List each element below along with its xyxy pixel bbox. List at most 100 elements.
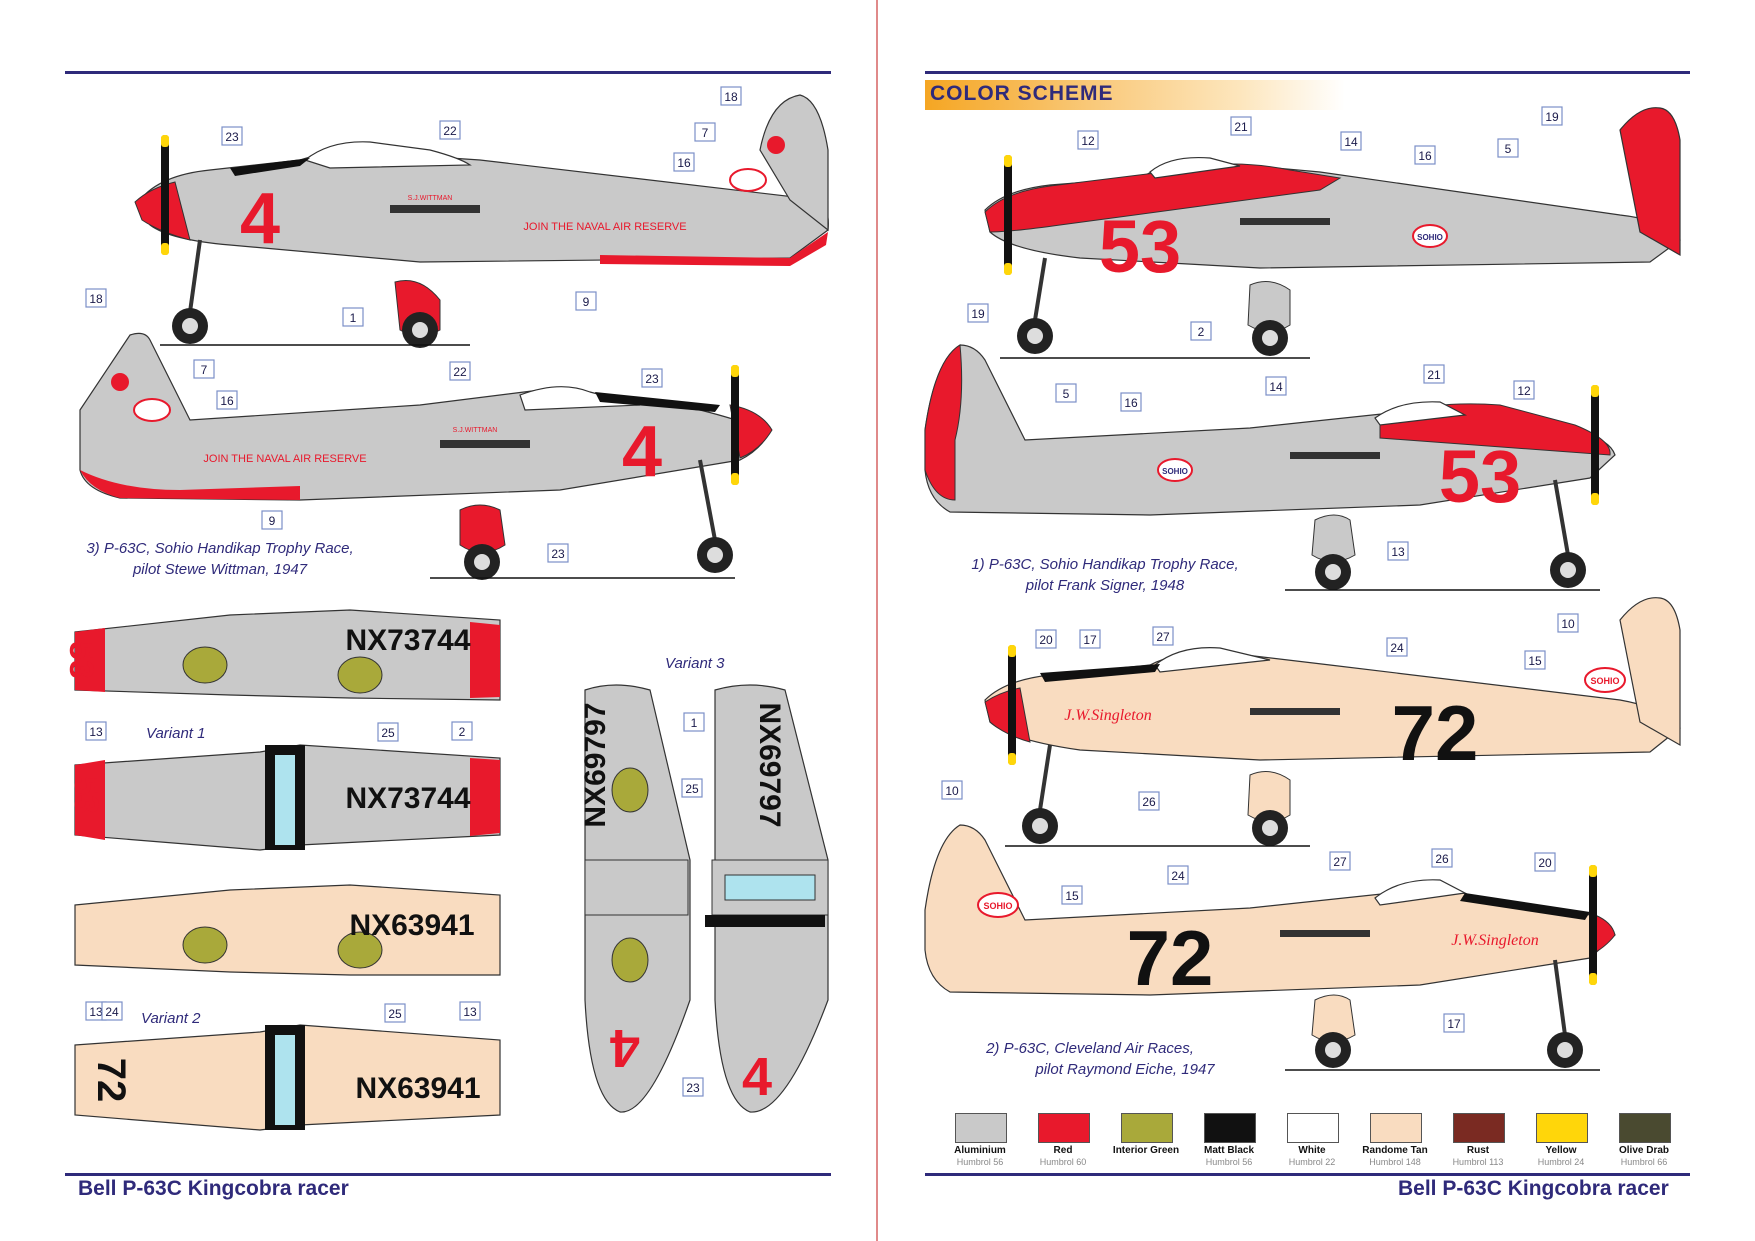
wing-number-v3-right: 4 (742, 1047, 772, 1107)
sohio-logo-1b: SOHIO (1162, 467, 1188, 476)
sohio-logo-1a: SOHIO (1417, 233, 1443, 242)
wing-reg-v2-bottom: NX63941 (355, 1072, 480, 1105)
callout-number: 23 (225, 130, 239, 144)
sohio-logo-2a: SOHIO (1590, 676, 1619, 686)
callout-box (682, 1077, 704, 1097)
sponsor-script-2b: J.W.Singleton (1451, 932, 1538, 949)
swatch-code: Humbrol 24 (1537, 1157, 1585, 1167)
callout-box (439, 120, 461, 140)
callout-number: 20 (1538, 856, 1552, 870)
callout-number: 12 (1517, 384, 1531, 398)
sohio-logo-2b: SOHIO (983, 901, 1012, 911)
right-footer-title: Bell P-63C Kingcobra racer (1398, 1177, 1669, 1200)
callout-number: 19 (1545, 110, 1559, 124)
color-swatch (1287, 1113, 1339, 1143)
callout-number: 14 (1344, 135, 1358, 149)
callout-box (1340, 131, 1362, 151)
swatch-name: Olive Drab (1618, 1145, 1670, 1156)
callout-box (384, 1003, 406, 1023)
swatch-name: Interior Green (1112, 1145, 1180, 1156)
callout-box (1513, 380, 1535, 400)
callout-number: 26 (1142, 795, 1156, 809)
callout-box (673, 152, 695, 172)
variant-1-label: Variant 1 (146, 725, 206, 742)
slogan-left-mid: JOIN THE NAVAL AIR RESERVE (203, 453, 366, 465)
callout-number: 12 (1081, 134, 1095, 148)
callout-number: 25 (388, 1007, 402, 1021)
callout-number: 10 (1561, 617, 1575, 631)
callout-number: 23 (645, 372, 659, 386)
callout-box (459, 1001, 481, 1021)
callout-box (1534, 852, 1556, 872)
swatch-code: Humbrol 66 (1620, 1157, 1668, 1167)
wing-reg-v3-left: NX69797 (579, 702, 612, 827)
callout-box (1414, 145, 1436, 165)
callout-number: 27 (1333, 855, 1347, 869)
race-number-right-1: 53 (1099, 205, 1181, 288)
callout-number: 5 (1063, 387, 1070, 401)
swatch-name: Rust (1466, 1145, 1490, 1156)
callout-box (720, 86, 742, 106)
callout-box (575, 291, 597, 311)
callout-box (1055, 383, 1077, 403)
color-swatch (955, 1113, 1007, 1143)
callout-box (1386, 637, 1408, 657)
callout-number: 24 (1390, 641, 1404, 655)
swatch-name: Red (1053, 1145, 1073, 1156)
race-number-right-1b: 53 (1439, 435, 1521, 518)
swatch-code: Humbrol 113 (1452, 1157, 1504, 1167)
callout-box (1443, 1013, 1465, 1033)
callout-box (641, 368, 663, 388)
callout-number: 17 (1083, 633, 1097, 647)
aircraft-1-left-profile: 53 SOHIO (924, 344, 1616, 591)
callout-number: 7 (201, 363, 208, 377)
aircraft-1-right-profile: 53 SOHIO (984, 107, 1681, 359)
callout-box (1541, 106, 1563, 126)
color-swatch (1038, 1113, 1090, 1143)
callout-box (1167, 865, 1189, 885)
callout-number: 14 (1269, 380, 1283, 394)
left-bottom-rule (65, 1173, 831, 1176)
callout-box (683, 712, 705, 732)
aircraft-3-left-profile: 4 JOIN THE NAVAL AIR RESERVE S.J.WITTMAN (79, 332, 773, 580)
variant-3-label: Variant 3 (665, 655, 725, 672)
pilot-name-left-mid: S.J.WITTMAN (453, 427, 498, 434)
callout-box (1079, 629, 1101, 649)
callout-number: 24 (105, 1005, 119, 1019)
callout-box (1524, 650, 1546, 670)
callout-number: 5 (1505, 142, 1512, 156)
callout-number: 26 (1435, 852, 1449, 866)
callout-box (261, 510, 283, 530)
callout-number: 22 (443, 124, 457, 138)
sponsor-script-2a: J.W.Singleton (1064, 707, 1151, 724)
right-top-rule (925, 71, 1690, 74)
callout-box (1387, 541, 1409, 561)
aircraft-2-right-profile: 72 J.W.Singleton SOHIO (984, 597, 1681, 847)
wing-plan-variant-2: NX63941 72 NX63941 (74, 884, 501, 1131)
callout-box (85, 721, 107, 741)
callout-number: 16 (1418, 149, 1432, 163)
callout-box (216, 390, 238, 410)
callout-number: 9 (583, 295, 590, 309)
callout-box (1497, 138, 1519, 158)
caption-2-line2: pilot Raymond Eiche, 1947 (1035, 1061, 1215, 1078)
left-footer-title: Bell P-63C Kingcobra racer (78, 1177, 349, 1200)
callout-number: 23 (686, 1081, 700, 1095)
caption-1-line2: pilot Frank Signer, 1948 (1025, 577, 1185, 594)
callout-number: 16 (677, 156, 691, 170)
color-swatch (1204, 1113, 1256, 1143)
variant-2-label: Variant 2 (141, 1010, 201, 1027)
callout-number: 19 (971, 307, 985, 321)
caption-3-line2: pilot Stewe Wittman, 1947 (132, 561, 308, 578)
caption-2-line1: 2) P-63C, Cleveland Air Races, (986, 1040, 1194, 1057)
callout-number: 24 (1171, 869, 1185, 883)
wing-number-v1-bottom: 53 (67, 776, 105, 814)
callout-box (1061, 885, 1083, 905)
race-number-right-2b: 72 (1127, 914, 1214, 1002)
callout-box (681, 778, 703, 798)
callout-number: 1 (350, 311, 357, 325)
callout-number: 21 (1427, 368, 1441, 382)
color-swatch (1121, 1113, 1173, 1143)
callout-box (1190, 321, 1212, 341)
callout-number: 13 (1391, 545, 1405, 559)
